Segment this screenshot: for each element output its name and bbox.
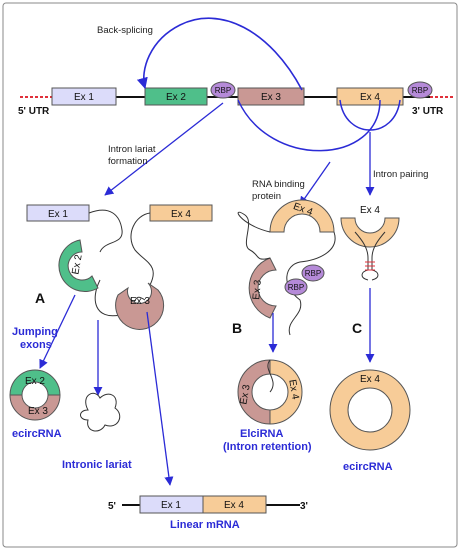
a-ex2-label: Ex 2 [70,253,84,275]
linear-five: 5' [108,501,116,512]
lariat-label-line1: Intron lariat [108,144,156,155]
a-ecirc-arrow [39,294,76,369]
c-ecircrna-label: ecircRNA [343,461,393,473]
a-linear-arrow [146,311,174,486]
top-ex4-label: Ex 4 [360,92,380,103]
b-ex4-arc [269,199,335,233]
b-rbp-1-label: RBP [305,269,321,278]
linear-ex4-label: Ex 4 [224,500,244,511]
jumping-line1: Jumping [12,326,58,338]
b-rbp-2 [284,278,308,296]
back-splicing-label: Back-splicing [97,25,153,36]
lariat-label-line2: formation [108,156,148,167]
pairing-label: Intron pairing [373,169,428,180]
utr3-label: 3' UTR [412,106,444,117]
rbp-label-line1: RNA binding [252,179,305,190]
a-ex4-label: Ex 4 [171,209,191,220]
rbp-arrow [299,161,331,206]
top-ex3-box [237,87,305,106]
utr5-label: 5' UTR [18,106,50,117]
rbp-label-line2: protein [252,191,281,202]
b-circ-ex4 [269,359,303,425]
linear-ex4-box [202,495,267,514]
a-ecirc-ex2-label: Ex 2 [25,376,45,387]
b-circ-ex3-label: Ex 3 [238,383,252,405]
top-ex3-label: Ex 3 [261,92,281,103]
jumping-line2: exons [20,339,52,351]
a-ecirc-ex3 [9,394,61,421]
elcirna-line2: (Intron retention) [223,441,312,453]
top-ex1-box [51,87,117,106]
c-ex4-label: Ex 4 [360,205,380,216]
lariat-shape [80,392,121,432]
c-paired-introns [354,231,386,281]
top-rbp-1 [210,81,236,99]
top-rbp-1-label: RBP [215,86,231,95]
a-ecirc-ex2 [9,369,61,396]
linear-three: 3' [300,501,308,512]
b-letter: B [232,320,242,336]
pairing-arc-1 [237,99,381,152]
c-letter: C [352,320,362,336]
a-ecirc-ex3-label: Ex 3 [28,406,48,417]
top-rbp-2-label: RBP [412,86,428,95]
c-circ-ex4-label: Ex 4 [360,374,380,385]
c-circ-inner [347,387,393,433]
b-retained-intron [267,359,274,393]
linear-mrna-label: Linear mRNA [170,519,240,531]
top-ex4-box [336,87,404,106]
b-circ-ex3 [237,359,271,425]
top-ex1-label: Ex 1 [74,92,94,103]
b-rbp-2-label: RBP [288,283,304,292]
b-intron-curve [237,211,336,336]
pairing-arc-2 [339,99,401,131]
linear-ex1-label: Ex 1 [161,500,181,511]
c-ex4-arc [340,217,400,248]
intronic-lariat-label: Intronic lariat [62,459,132,471]
a-ex3-label: Ex 3 [130,296,150,307]
b-ex3-arc [248,257,277,319]
elcirna-line1: ElciRNA [240,428,283,440]
top-rbp-2 [407,81,433,99]
a-ecircrna-label: ecircRNA [12,428,62,440]
a-ex2-arc [58,239,99,292]
top-ex2-label: Ex 2 [166,92,186,103]
top-ex2-box [144,87,208,106]
a-letter: A [35,290,45,306]
b-ex3-label: Ex 3 [251,279,264,300]
lariat-arrow [104,102,224,196]
b-circ-ex4-label: Ex 4 [286,379,300,401]
b-rbp-1 [301,264,325,282]
back-splicing-arrow [136,17,303,91]
a-ex3-arc [115,282,165,330]
a-ex1-label: Ex 1 [48,209,68,220]
